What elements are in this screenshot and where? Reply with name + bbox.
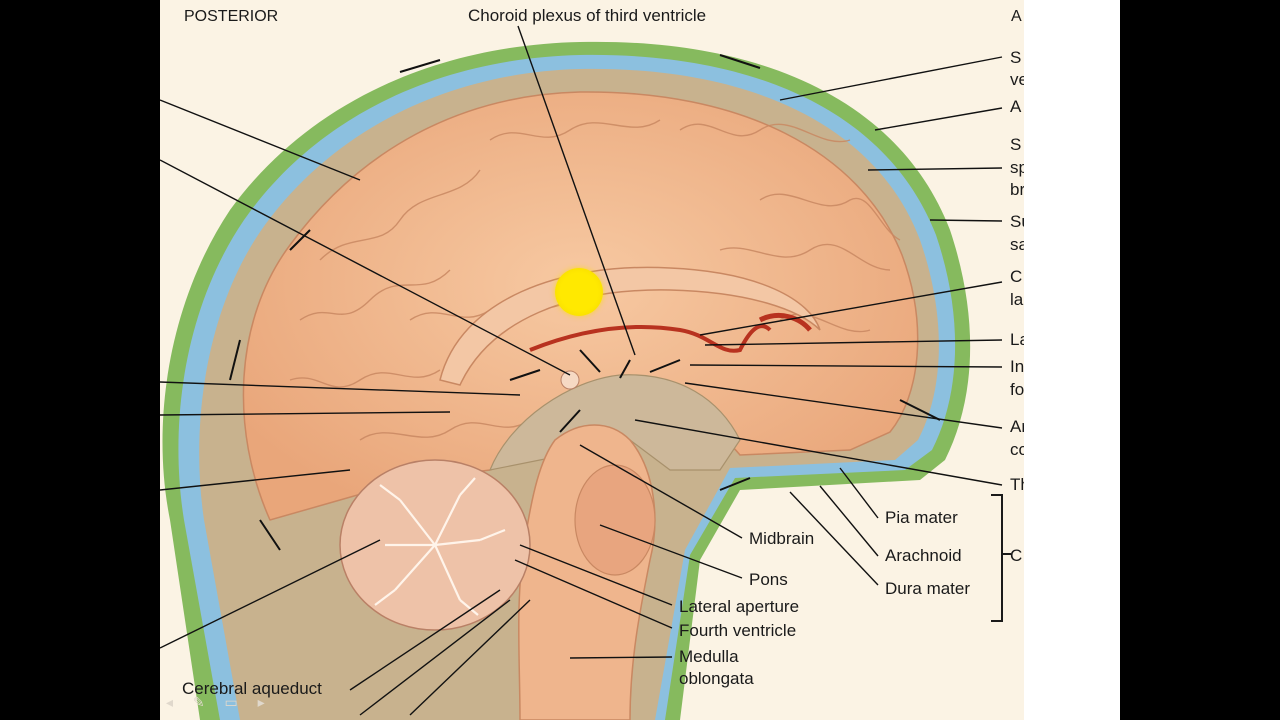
midbrain-label: Midbrain [749, 529, 815, 548]
right-fragment-5b: la [1010, 290, 1024, 309]
right-fragment-8b: cc [1010, 440, 1024, 459]
right-fragment-1b: ve [1010, 70, 1024, 89]
brain-sagittal-illustration [160, 25, 1003, 720]
right-fragment-9a: Th [1010, 475, 1024, 494]
choroid-plexus [529, 324, 772, 353]
leader-lines [160, 25, 1003, 716]
anterior-label: A [1011, 8, 1022, 25]
right-fragment-7a: In [1010, 357, 1024, 376]
right-fragment-3b: sp [1010, 158, 1024, 177]
right-fragment-4b: sa [1010, 235, 1024, 254]
right-fragment-2a: A [1010, 97, 1022, 116]
right-fragment-3c: br [1010, 180, 1024, 199]
gyri-lines [289, 119, 901, 441]
choroid-plexus-third-label: Choroid plexus of third ventricle [468, 6, 707, 25]
right-fragment-4a: Su [1010, 212, 1024, 231]
csf-flow-arrows [229, 54, 941, 551]
right-fragment-6a: La [1010, 330, 1024, 349]
right-fragment-10a: C [1010, 546, 1023, 565]
dura-mater-label: Dura mater [885, 579, 971, 598]
fourth-ventricle-label: Fourth ventricle [679, 621, 797, 640]
pia-mater-label: Pia mater [885, 508, 958, 527]
corpus-callosum [439, 266, 821, 386]
medulla-label-line2: oblongata [679, 669, 754, 688]
right-fragment-7b: fo [1010, 380, 1024, 399]
right-fragment-5a: C [1010, 267, 1023, 286]
cerebral-aqueduct-label: Cerebral aqueduct [182, 679, 322, 698]
arbor-vitae [374, 477, 506, 616]
posterior-label: POSTERIOR [184, 8, 279, 25]
pons-label: Pons [749, 570, 788, 589]
right-fragment-8a: Ar [1010, 417, 1024, 436]
meninges-bracket-tick [1003, 553, 1011, 555]
right-fragment-3a: S [1010, 135, 1022, 154]
lateral-aperture-label: Lateral aperture [679, 597, 800, 616]
pointer-highlight-icon [555, 268, 603, 316]
medulla-label-line1: Medulla [679, 647, 739, 666]
meninges-bracket [991, 494, 1003, 622]
right-fragment-1a: S [1010, 48, 1022, 67]
playback-controls-icon[interactable]: ◂ ✎ ▭ ▸ [166, 694, 273, 710]
arachnoid-label: Arachnoid [885, 546, 962, 565]
right-white-margin [1024, 0, 1120, 720]
diagram-slide: POSTERIOR A Choroid plexus of third vent… [160, 0, 1024, 720]
